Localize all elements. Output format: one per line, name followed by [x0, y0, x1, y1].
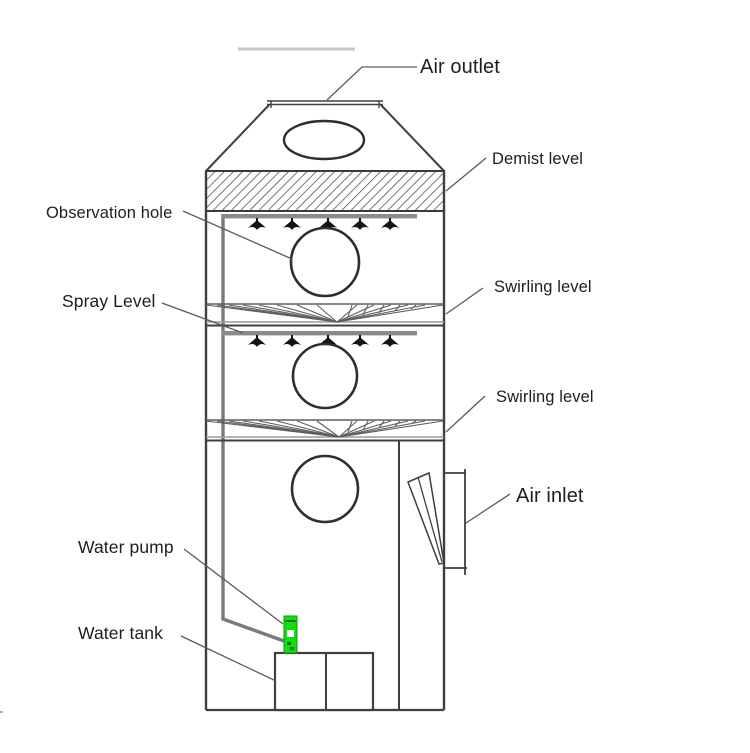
- leader-demist-level: [445, 157, 487, 192]
- label-water-pump: Water pump: [78, 537, 174, 557]
- leader-swirling-level-1: [445, 287, 484, 315]
- leader-water-pump: [183, 548, 284, 625]
- label-swirling-level-1: Swirling level: [494, 278, 592, 296]
- leader-spray-level: [161, 302, 244, 334]
- label-swirling-level-2: Swirling level: [496, 388, 594, 406]
- spray-header-1: [222, 214, 417, 230]
- observation-hole-circle: [289, 226, 361, 298]
- mid-section-circle: [291, 342, 359, 410]
- label-air-outlet: Air outlet: [420, 56, 500, 78]
- label-water-tank: Water tank: [78, 623, 163, 643]
- label-observation-hole: Observation hole: [46, 204, 173, 222]
- recirculation-pipe: [221, 214, 285, 643]
- water-pump-unit: [283, 615, 298, 654]
- leader-air-outlet: [326, 66, 417, 101]
- leader-air-inlet: [465, 493, 511, 524]
- hood-opening-ellipse: [282, 119, 366, 161]
- label-air-inlet: Air inlet: [516, 485, 584, 507]
- edge-artifact: [0, 711, 3, 713]
- leader-lines: [161, 66, 511, 682]
- leader-swirling-level-2: [445, 395, 486, 433]
- label-demist-level: Demist level: [492, 150, 584, 168]
- lower-section-circle: [290, 454, 360, 524]
- leader-water-tank: [180, 635, 277, 682]
- air-inlet-duct: [407, 469, 467, 575]
- spray-header-2: [222, 331, 417, 347]
- swirling-level-1-vanes: [205, 303, 444, 327]
- tower-hood: [205, 104, 445, 172]
- leader-observation-hole: [182, 210, 293, 260]
- air-outlet-flange: [267, 100, 383, 108]
- demist-level-band: [205, 170, 445, 212]
- water-tank-box: [273, 651, 375, 712]
- swirling-level-2-vanes: [205, 419, 444, 442]
- label-spray-level: Spray Level: [62, 291, 156, 311]
